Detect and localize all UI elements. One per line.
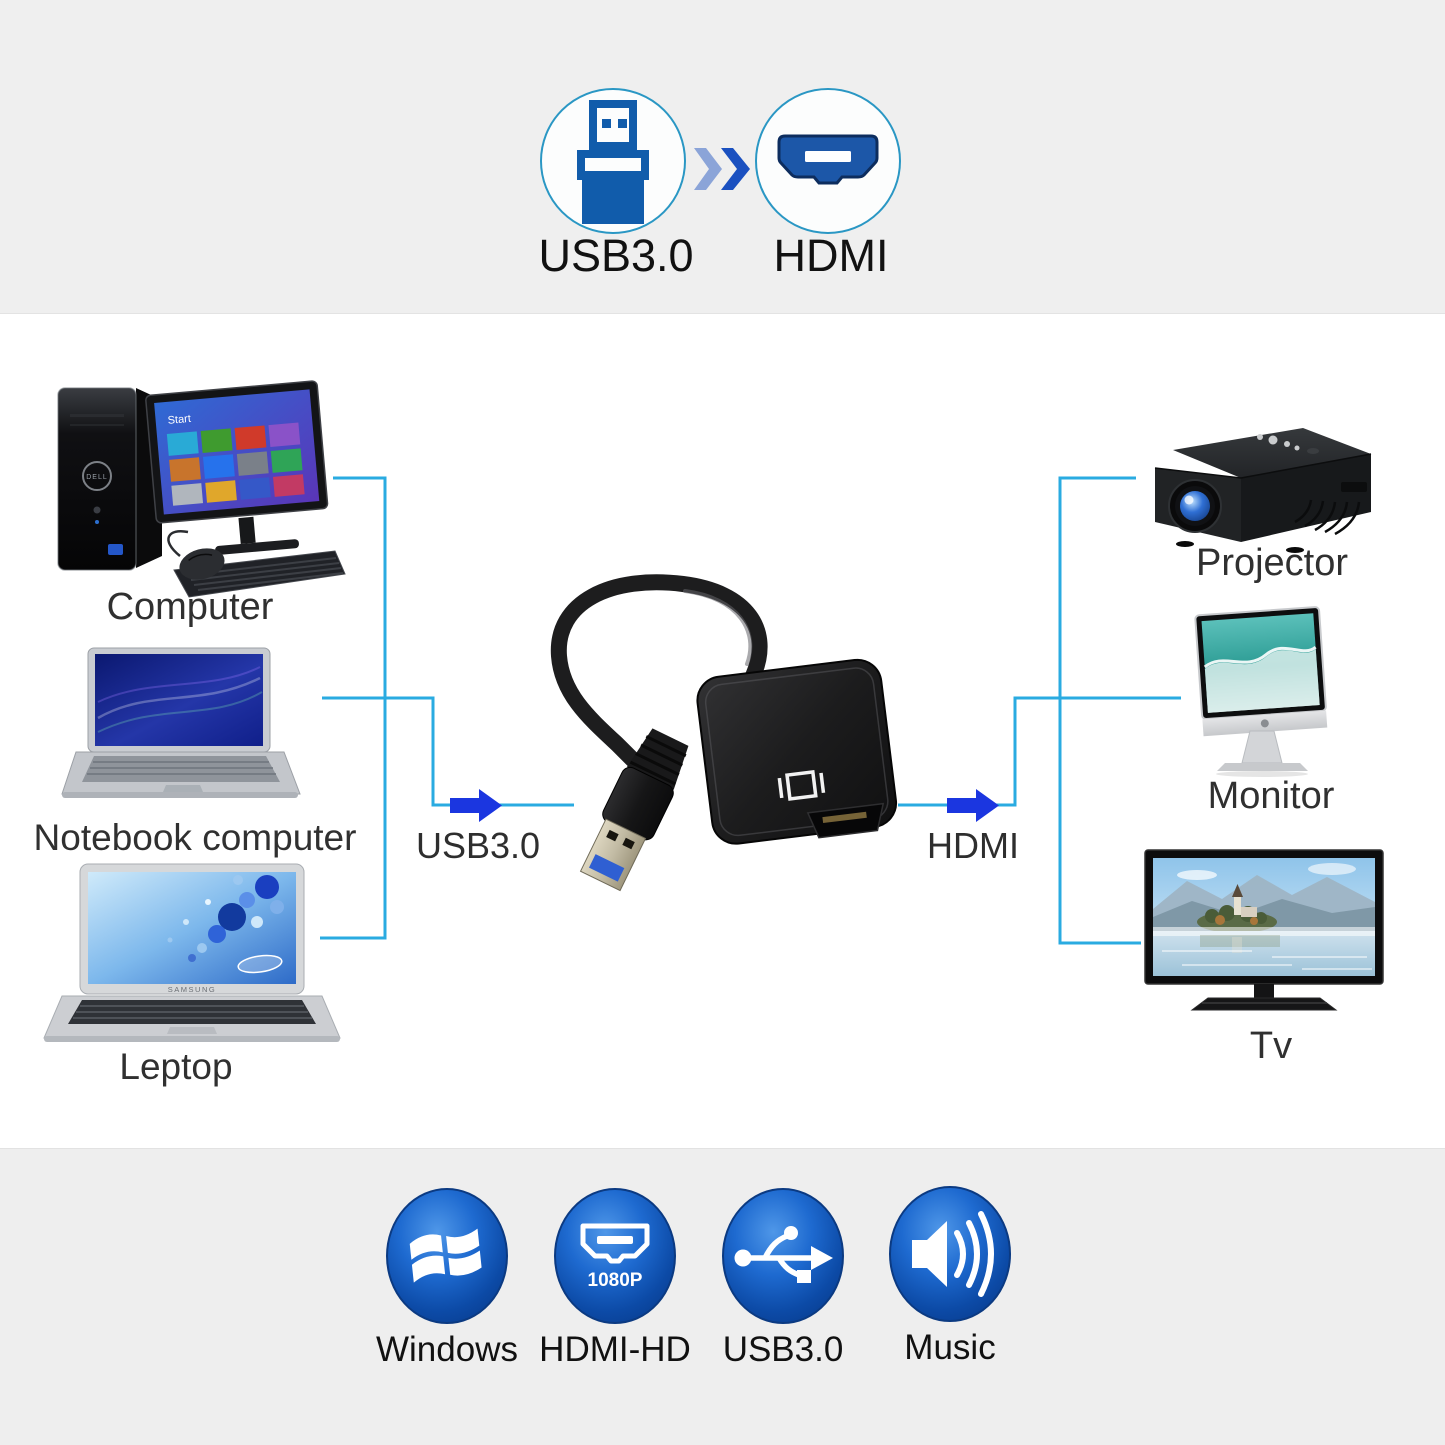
tv-image xyxy=(1144,849,1384,1011)
leptop-label: Leptop xyxy=(119,1046,233,1087)
projector-label: Projector xyxy=(1195,542,1349,584)
hdmi-1080p-icon: 1080P xyxy=(554,1188,676,1324)
feature-usb3: USB3.0 xyxy=(698,1186,868,1370)
hdmi-1080p-badge: 1080P xyxy=(588,1270,643,1291)
monitor-image xyxy=(1194,606,1328,777)
feature-music-label: Music xyxy=(904,1328,996,1367)
usb-plug-icon xyxy=(577,100,649,224)
tv-label: Tv xyxy=(1249,1025,1293,1067)
display-glyph-icon xyxy=(777,769,826,801)
feature-windows: Windows xyxy=(362,1186,532,1370)
computer-screen-text: Start xyxy=(167,413,191,427)
projector-image xyxy=(1154,428,1372,553)
leptop-image: SAMSUNG xyxy=(43,863,341,1042)
dell-logo-text: DELL xyxy=(86,474,108,481)
hdmi-flow-arrow-icon xyxy=(947,789,999,822)
samsung-logo-text: SAMSUNG xyxy=(168,985,216,994)
feature-music: Music xyxy=(865,1184,1035,1368)
bottom-band xyxy=(0,1148,1445,1445)
hdmi-port-icon xyxy=(777,134,879,185)
hero-hdmi-label: HDMI xyxy=(773,230,889,281)
feature-hdmi-hd-label: HDMI-HD xyxy=(539,1330,691,1369)
feature-usb3-label: USB3.0 xyxy=(722,1330,844,1369)
computer-label: Computer xyxy=(106,586,274,628)
windows-logo-icon xyxy=(386,1188,508,1324)
feature-hdmi-hd: 1080P HDMI-HD xyxy=(530,1186,700,1370)
double-chevron-right-icon xyxy=(694,148,750,190)
notebook-label: Notebook computer xyxy=(33,817,357,858)
adapter-usb-label: USB3.0 xyxy=(415,825,541,866)
usb-flow-arrow-icon xyxy=(450,789,502,822)
adapter-image xyxy=(550,574,898,892)
computer-image: DELL Start xyxy=(57,380,346,598)
speaker-icon xyxy=(889,1186,1011,1322)
adapter-hdmi-label: HDMI xyxy=(927,825,1019,866)
top-band xyxy=(0,0,1445,314)
usb-trident-icon xyxy=(722,1188,844,1324)
feature-windows-label: Windows xyxy=(376,1330,518,1369)
notebook-image xyxy=(61,647,301,798)
monitor-label: Monitor xyxy=(1207,775,1335,817)
hero-usb-circle xyxy=(540,88,686,234)
hero-usb-label: USB3.0 xyxy=(538,230,694,281)
hero-hdmi-circle xyxy=(755,88,901,234)
